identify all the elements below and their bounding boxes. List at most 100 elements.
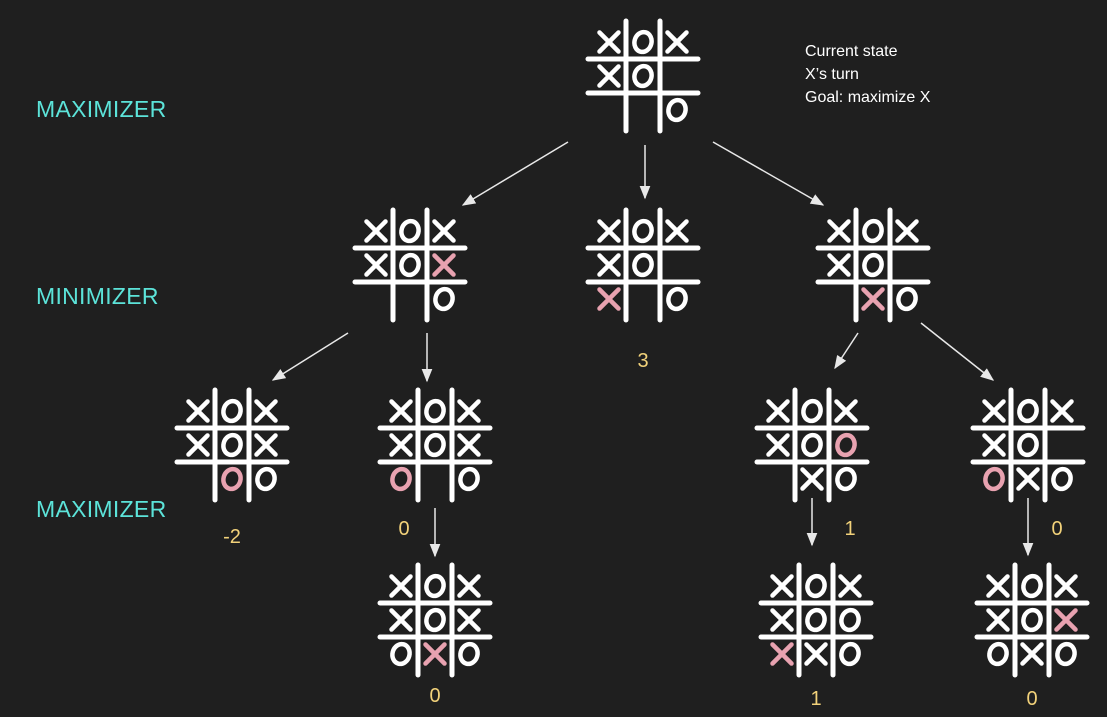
mark-x <box>597 30 621 54</box>
tree-arrow <box>712 141 825 206</box>
mark-x <box>766 433 790 457</box>
level-label-maximizer-top: MAXIMIZER <box>36 96 167 122</box>
mark-o <box>1017 432 1039 458</box>
level-label-minimizer: MINIMIZER <box>36 283 159 309</box>
score-board-a2: 0 <box>398 518 410 540</box>
mark-o <box>983 466 1005 492</box>
mark-o <box>839 641 861 667</box>
score-board-c1: 1 <box>844 518 856 540</box>
mark-x <box>770 608 794 632</box>
score-board-c2: 0 <box>1051 518 1063 540</box>
mark-x <box>665 219 689 243</box>
mark-o <box>896 286 918 312</box>
mark-x <box>389 399 413 423</box>
note-line-goal: Goal: maximize X <box>805 89 931 106</box>
mark-o <box>399 252 421 278</box>
mark-o <box>801 432 823 458</box>
mark-o <box>424 398 446 424</box>
mark-x <box>665 30 689 54</box>
mark-x <box>432 219 456 243</box>
mark-o <box>801 398 823 424</box>
score-board-b: 3 <box>637 350 649 372</box>
tree-edges <box>271 141 1034 558</box>
mark-x <box>389 608 413 632</box>
mark-o <box>835 432 857 458</box>
mark-o <box>1017 398 1039 424</box>
mark-o <box>424 573 446 599</box>
mark-o <box>835 466 857 492</box>
mark-x <box>389 574 413 598</box>
mark-x <box>800 467 824 491</box>
board-c2x <box>974 562 1090 678</box>
mark-o <box>805 607 827 633</box>
mark-x <box>895 219 919 243</box>
mark-o <box>666 286 688 312</box>
mark-x <box>1054 608 1078 632</box>
mark-o <box>1055 641 1077 667</box>
mark-o <box>458 466 480 492</box>
mark-x <box>432 253 456 277</box>
mark-o <box>255 466 277 492</box>
score-board-a1: -2 <box>223 526 241 548</box>
mark-o <box>805 573 827 599</box>
tree-arrow <box>271 332 349 381</box>
mark-x <box>1016 467 1040 491</box>
mark-x <box>457 399 481 423</box>
mark-x <box>389 433 413 457</box>
mark-o <box>987 641 1009 667</box>
mark-o <box>666 97 688 123</box>
mark-x <box>457 608 481 632</box>
mark-x <box>597 219 621 243</box>
mark-x <box>364 219 388 243</box>
mark-o <box>632 252 654 278</box>
mark-x <box>982 399 1006 423</box>
tree-arrow <box>461 141 569 206</box>
current-state-note: Current state X’s turn Goal: maximize X <box>805 40 930 109</box>
score-board-c1x: 1 <box>810 688 822 710</box>
mark-x <box>770 574 794 598</box>
mark-o <box>221 466 243 492</box>
mark-x <box>1050 399 1074 423</box>
score-board-c2x: 0 <box>1026 688 1038 710</box>
mark-o <box>390 641 412 667</box>
mark-o <box>458 641 480 667</box>
mark-x <box>186 399 210 423</box>
board-a2x <box>377 562 493 678</box>
board-a2 <box>377 387 493 503</box>
tree-arrow <box>920 322 995 381</box>
mark-x <box>827 253 851 277</box>
mark-x <box>766 399 790 423</box>
mark-x <box>186 433 210 457</box>
board-a1 <box>174 387 290 503</box>
mark-o <box>1051 466 1073 492</box>
mark-x <box>254 433 278 457</box>
mark-o <box>390 466 412 492</box>
mark-o <box>632 63 654 89</box>
mark-o <box>862 252 884 278</box>
mark-x <box>364 253 388 277</box>
mark-x <box>597 64 621 88</box>
level-label-maximizer-bottom: MAXIMIZER <box>36 496 167 522</box>
mark-o <box>839 607 861 633</box>
board-c1 <box>754 387 870 503</box>
mark-o <box>632 29 654 55</box>
board-a <box>352 207 468 323</box>
board-c <box>815 207 931 323</box>
mark-x <box>770 642 794 666</box>
board-b <box>585 207 701 323</box>
mark-o <box>1021 607 1043 633</box>
mark-x <box>597 253 621 277</box>
mark-o <box>632 218 654 244</box>
mark-x <box>838 574 862 598</box>
mark-x <box>457 574 481 598</box>
mark-o <box>424 432 446 458</box>
mark-o <box>1021 573 1043 599</box>
mark-x <box>804 642 828 666</box>
mark-o <box>862 218 884 244</box>
score-board-a2x: 0 <box>429 685 441 707</box>
mark-x <box>827 219 851 243</box>
tree-arrow <box>834 332 859 370</box>
mark-x <box>986 574 1010 598</box>
mark-x <box>597 287 621 311</box>
